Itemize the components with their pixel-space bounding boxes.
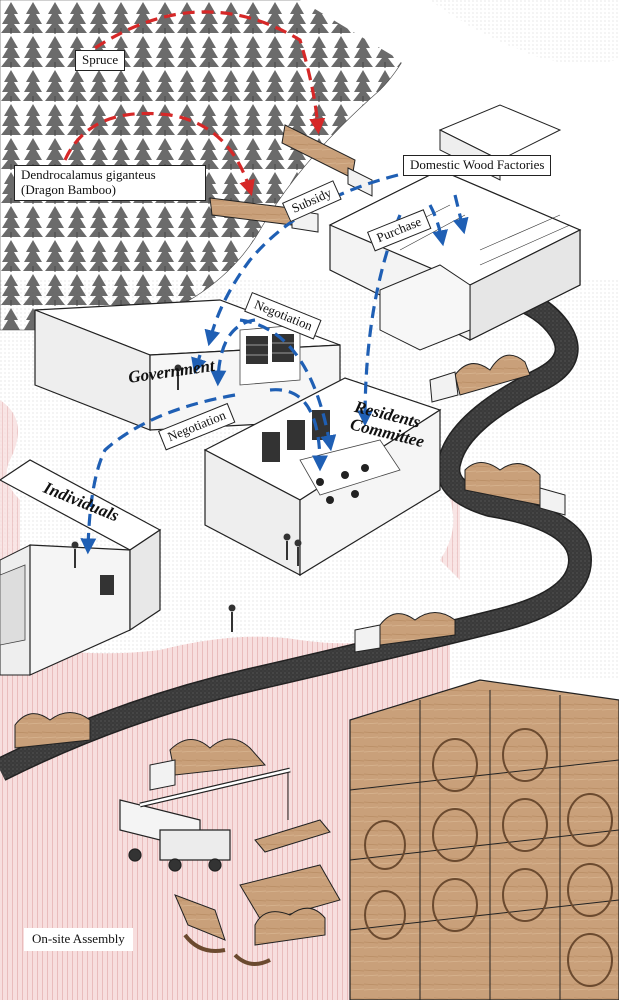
truck-road-1 (429, 354, 531, 403)
factories-label: Domestic Wood Factories (403, 155, 552, 176)
road (0, 278, 593, 781)
bamboo-label-line1: Dendrocalamus giganteus (21, 167, 156, 182)
wood-factory-building (328, 104, 582, 351)
stacked-timber-housing (349, 679, 619, 1000)
forest-area (0, 0, 619, 331)
individuals-building (0, 459, 162, 676)
admin-flow-arrows (80, 173, 469, 555)
crane (119, 767, 291, 872)
truck-road-3 (354, 612, 456, 653)
bamboo-label: Dendrocalamus giganteus (Dragon Bamboo) (14, 165, 206, 201)
timber-trucks (14, 124, 566, 791)
spruce-label: Spruce (75, 50, 126, 71)
bamboo-label-line2: (Dragon Bamboo) (21, 181, 116, 197)
material-flow-arrows (63, 10, 326, 197)
truck-road-5 (149, 738, 267, 791)
assembly-modules (174, 819, 341, 966)
truck-road-4 (14, 712, 91, 749)
truck-spruce (281, 124, 373, 197)
onsite-assembly-label: On-site Assembly (24, 928, 133, 951)
people-figures (174, 364, 302, 632)
truck-road-2 (464, 462, 566, 516)
